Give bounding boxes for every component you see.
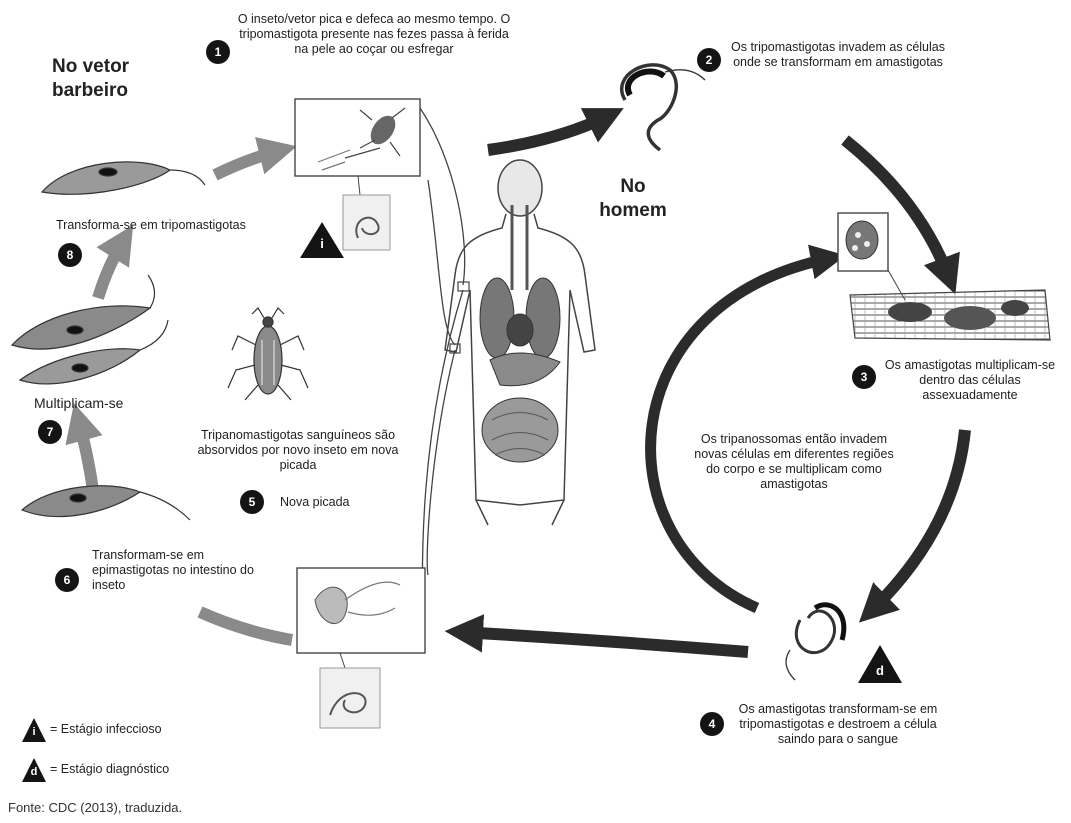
kissing-bug-illustration	[228, 308, 308, 400]
step-8-badge: 8	[58, 243, 82, 267]
legend-diagnostic-label: = Estágio diagnóstico	[50, 762, 169, 776]
step2-trypomastigote	[622, 65, 705, 150]
legend-infective-letter: i	[26, 726, 42, 738]
step7-epimastigotes	[12, 275, 168, 384]
legend-diagnostic-letter: d	[26, 766, 42, 778]
arrow-6-to-7	[78, 418, 93, 490]
step-3-badge: 3	[852, 365, 876, 389]
blood-absorbed-text: Tripanomastigotas sanguíneos são absorvi…	[182, 428, 414, 473]
arrow-8-to-1	[215, 150, 282, 175]
step-7-badge: 7	[38, 420, 62, 444]
vector-inset-box	[297, 568, 425, 728]
step-1-text: O inseto/vetor pica e defeca ao mesmo te…	[236, 12, 512, 57]
step-4-badge: 4	[700, 712, 724, 736]
step-6-badge: 6	[55, 568, 79, 592]
invade-cells-text: Os tripanossomas então invadem novas cél…	[688, 432, 900, 492]
step8-trypomastigote	[42, 162, 205, 194]
arrow-5-to-6	[200, 612, 292, 640]
step-2-badge: 2	[697, 48, 721, 72]
step-7-text: Multiplicam-se	[34, 396, 194, 411]
arrow-1-to-2	[488, 115, 610, 150]
step-5-text: Nova picada	[280, 495, 400, 510]
arrow-7-to-8	[98, 238, 125, 298]
source-caption: Fonte: CDC (2013), traduzida.	[8, 800, 182, 815]
step-4-text: Os amastigotas transformam-se em tripoma…	[728, 702, 948, 747]
human-heading: No homem	[588, 175, 678, 223]
vector-heading: No vetor barbeiro	[52, 55, 172, 103]
step-5-badge: 5	[240, 490, 264, 514]
arrow-4-to-5	[460, 632, 748, 652]
step-2-text: Os tripomastigotas invadem as células on…	[728, 40, 948, 70]
step6-epimastigote	[22, 486, 190, 520]
legend-infective-label: = Estágio infeccioso	[50, 722, 162, 736]
infective-marker-letter: i	[313, 236, 331, 251]
step4-trypomastigote	[786, 605, 844, 680]
step-8-text: Transforma-se em tripomastigotas	[56, 218, 316, 233]
human-organs	[480, 205, 560, 462]
step-3-text: Os amastigotas multiplicam-se dentro das…	[880, 358, 1060, 403]
step-1-badge: 1	[206, 40, 230, 64]
step-6-text: Transformam-se em epimastigotas no intes…	[92, 548, 278, 593]
diagnostic-marker-letter: d	[871, 663, 889, 678]
